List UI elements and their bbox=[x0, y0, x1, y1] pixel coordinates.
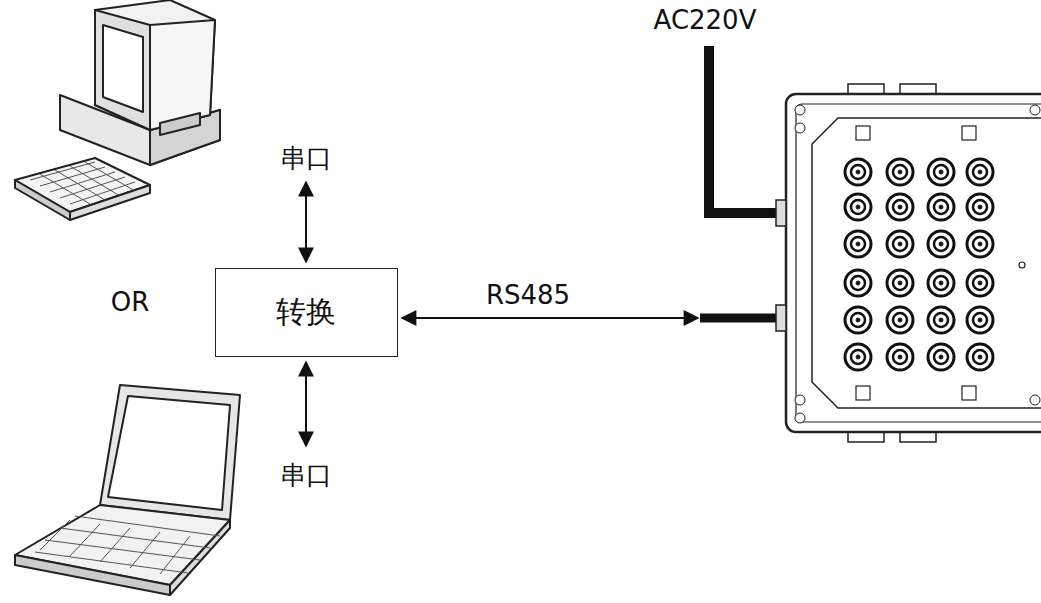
serial-arrow bbox=[305, 182, 307, 262]
desktop-computer bbox=[15, 0, 220, 220]
converter-box: 转换 bbox=[215, 268, 398, 357]
port-label: 串口 bbox=[280, 144, 332, 174]
voltage-label: AC220V bbox=[654, 6, 757, 36]
port-label: 串口 bbox=[280, 461, 332, 491]
node-text: 转换 bbox=[276, 292, 336, 333]
bus-label: RS485 bbox=[486, 281, 570, 311]
or-label: OR bbox=[111, 288, 150, 318]
device-enclosure bbox=[776, 84, 1041, 442]
laptop-computer bbox=[15, 385, 240, 595]
power-cable bbox=[709, 46, 776, 213]
rs485-line bbox=[402, 317, 698, 319]
rs485-cable bbox=[700, 314, 776, 323]
serial-arrow bbox=[305, 362, 307, 446]
